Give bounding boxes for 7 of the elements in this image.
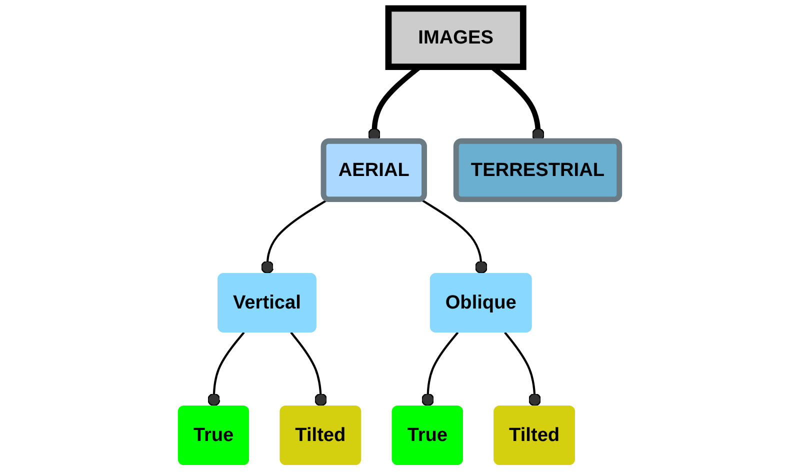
connector [260, 198, 328, 274]
connector [207, 332, 244, 407]
node-box: IMAGES [384, 5, 526, 70]
connector [420, 198, 488, 274]
connector [504, 332, 541, 407]
connector [290, 332, 327, 407]
connector [420, 332, 458, 407]
